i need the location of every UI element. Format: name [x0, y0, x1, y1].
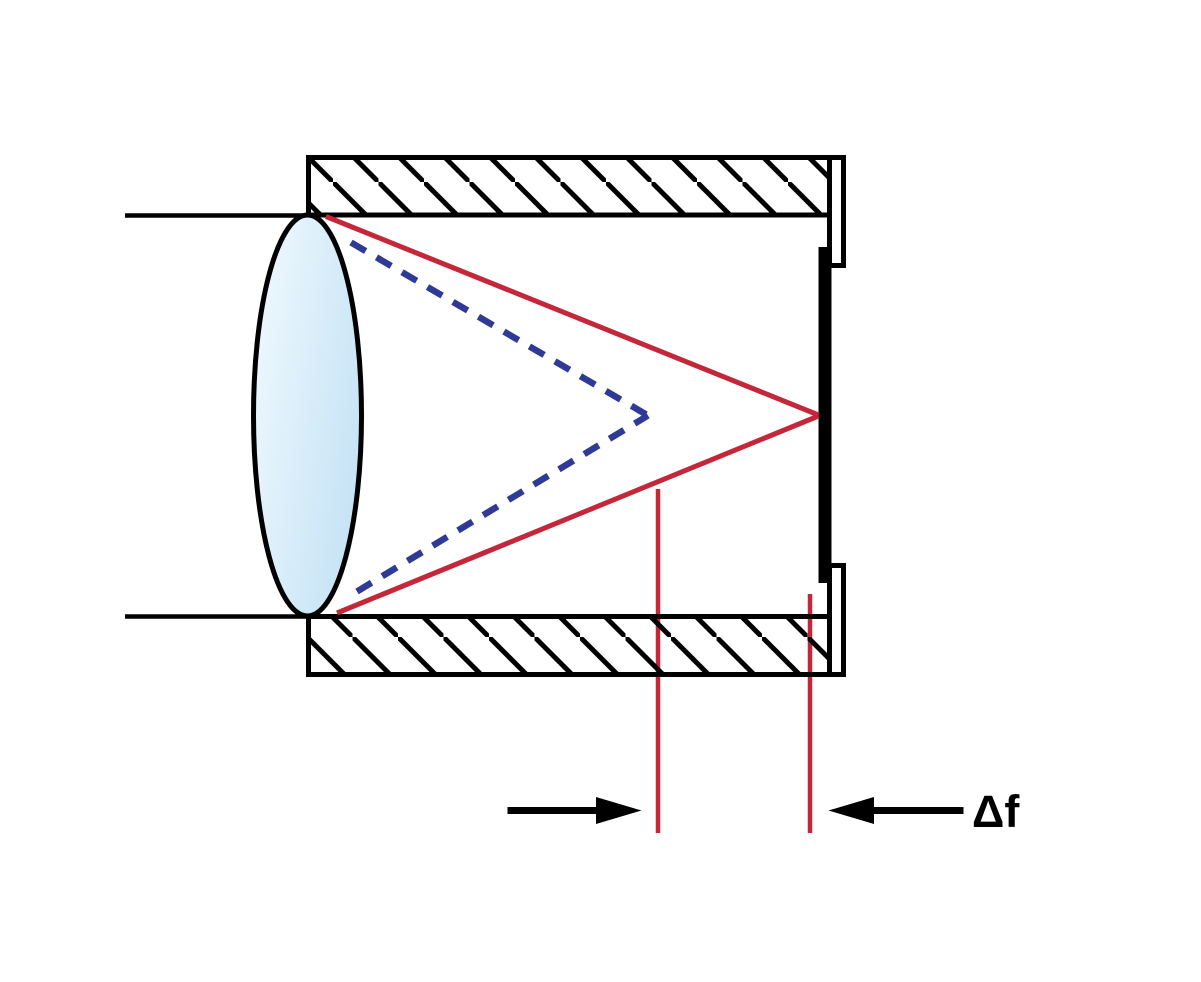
arrow-left-head-icon: [828, 797, 874, 824]
nominal-focus-ray-cone: [325, 214, 820, 616]
arrow-right-head-icon: [596, 797, 642, 824]
lens: [251, 212, 364, 619]
barrel-wall-top-hatch: [306, 155, 832, 218]
focal-shift-label: Δf: [972, 786, 1020, 837]
image-sensor-bar: [818, 247, 832, 583]
nominal-ray-bottom: [336, 413, 820, 616]
nominal-ray-top: [325, 214, 820, 418]
barrel-wall-bottom-hatch: [306, 614, 832, 677]
focal-shift-dimension: Δf: [507, 786, 1020, 837]
